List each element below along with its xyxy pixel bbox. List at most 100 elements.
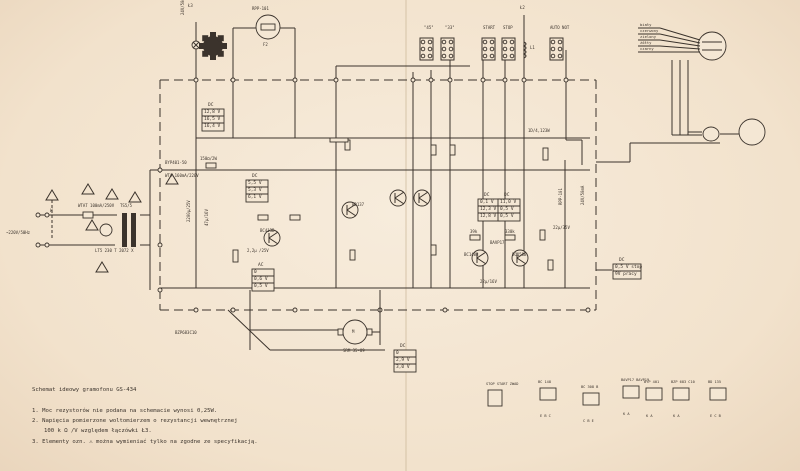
- connector-point: [585, 307, 591, 313]
- connector-point: [502, 77, 508, 83]
- dc-box-motor: [393, 349, 417, 373]
- component-label: STOP: [503, 25, 513, 30]
- box-value: 16,4 V: [204, 124, 221, 129]
- component-label: Ł2: [520, 5, 525, 10]
- component-label: 330k: [505, 229, 515, 234]
- resistor: [547, 259, 554, 271]
- warning-icon: [81, 183, 95, 195]
- resistor: [539, 229, 546, 241]
- component-label: 39k: [470, 229, 478, 234]
- wire-label: czerwony: [640, 28, 659, 33]
- box-header: DC: [400, 344, 406, 349]
- switch-blocks: [419, 37, 564, 61]
- fuse-f2: [255, 14, 281, 40]
- box-value: 9V pracy: [615, 272, 637, 277]
- schematic-title: Schemat ideowy gramofonu GS-434: [32, 387, 137, 393]
- component-label: L1: [530, 45, 535, 50]
- box-value: 0,5 V: [500, 214, 514, 219]
- resistor: [329, 137, 349, 143]
- lamp-z1: [191, 22, 201, 50]
- box-value: 3,0 V: [396, 365, 410, 370]
- wire-label: czarny: [640, 46, 654, 51]
- resistor: [449, 144, 456, 156]
- component-label: WTAT 100mA/250V: [78, 203, 115, 208]
- switch-contacts[interactable]: [440, 37, 455, 61]
- component-label: AUTO NOT: [550, 25, 570, 30]
- box-value: 12,8 V: [480, 214, 497, 219]
- legend-part-name: BYP 401: [644, 380, 660, 384]
- wire-label: zielony: [640, 34, 657, 39]
- legend-part-pins: K A: [623, 412, 630, 416]
- box-value: 0,5 V stop: [615, 265, 643, 270]
- warning-icon: [105, 188, 119, 200]
- gear-tooth: [221, 43, 227, 49]
- transistor: [389, 189, 407, 207]
- part-package-icon: [709, 387, 727, 401]
- box-value: 0: [254, 270, 257, 275]
- box-header: DC: [484, 193, 490, 198]
- component-label: RPP-101: [558, 188, 563, 205]
- switch-contacts[interactable]: [481, 37, 496, 61]
- gear-tooth: [210, 54, 216, 60]
- transistor: [413, 189, 431, 207]
- box-value: 0,1 V: [480, 200, 494, 205]
- mains-section: [35, 175, 151, 290]
- component-label: LT5 230 T 2072 X: [95, 248, 134, 253]
- switch-contacts[interactable]: [549, 37, 564, 61]
- component-label: BC158B: [512, 252, 527, 257]
- box-value: 5,5 V: [248, 181, 262, 186]
- legend-part-pins: K A: [646, 414, 653, 418]
- legend-part-name: BAVP17 BAVP19: [621, 378, 650, 382]
- legend-part-name: BZP 683 C10: [671, 380, 695, 384]
- wire-label: żółty: [640, 40, 652, 45]
- component-label: Ł3: [188, 3, 193, 8]
- legend-part-pins: C B E: [583, 419, 594, 423]
- gear-tooth: [210, 32, 216, 38]
- part-package-icon: [539, 387, 557, 401]
- connector-point: [480, 77, 486, 83]
- box-header: DC: [208, 103, 214, 108]
- warning-icon: [128, 191, 142, 203]
- component-label: 47μ/16V: [204, 209, 209, 226]
- board-outline: [159, 79, 597, 311]
- switch-contacts[interactable]: [501, 37, 516, 61]
- component-label: 22μ/16V: [480, 279, 497, 284]
- component-label: F2: [263, 42, 268, 47]
- component-label: BZP683C10: [175, 330, 197, 335]
- component-label: BAVP17: [490, 240, 505, 245]
- transistor: [341, 201, 359, 219]
- connector-point: [442, 307, 448, 313]
- legend-part-name: STOP START ZWAD: [486, 382, 519, 386]
- component-label: 24V/50mA: [180, 0, 185, 15]
- warning-icon: [45, 189, 59, 201]
- box-header: DC: [252, 174, 258, 179]
- resistor: [430, 144, 437, 156]
- box-value: 0: [396, 351, 399, 356]
- connector-point: [447, 77, 453, 83]
- component-label: ~220V/50Hz: [6, 230, 31, 235]
- warning-icon: [95, 261, 109, 273]
- part-package-icon: [582, 392, 600, 406]
- component-label: SRM 35-09: [343, 348, 365, 353]
- component-label: TS5/5: [120, 203, 133, 208]
- connector-point: [428, 77, 434, 83]
- connector-points: [157, 77, 591, 313]
- dc-box-mid2: [497, 198, 521, 222]
- motor: [227, 290, 385, 351]
- connector-point: [157, 287, 163, 293]
- note-1: 1. Moc rezystorów nie podana na schemaci…: [32, 408, 218, 414]
- component-label: 2200μ/25V: [186, 200, 191, 222]
- connector-point: [230, 307, 236, 313]
- turntable-gear-icon: [199, 32, 227, 60]
- part-package-icon: [622, 385, 640, 399]
- legend-part-pins: K A: [673, 414, 680, 418]
- component-label: 24V/50mA: [580, 185, 585, 205]
- box-value: 11,0 V: [500, 200, 517, 205]
- resistor: [232, 249, 239, 263]
- box-value: 2,9 V: [396, 358, 410, 363]
- switch-contacts[interactable]: [419, 37, 434, 61]
- part-package-icon: [487, 389, 503, 407]
- component-label: 22μ/35V: [553, 225, 570, 230]
- wire-label: biały: [640, 22, 652, 27]
